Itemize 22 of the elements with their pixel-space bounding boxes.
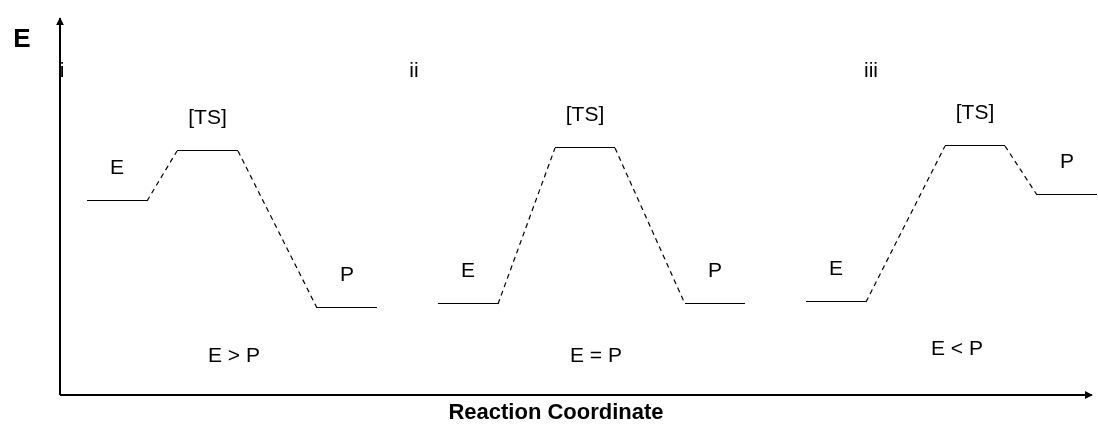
connector-line [1004, 145, 1038, 196]
connector-line [146, 150, 178, 202]
panel-label: i [59, 58, 65, 82]
level-label: P [340, 262, 354, 286]
connector-line [865, 145, 946, 303]
level-label: E [461, 258, 475, 282]
axis-label: E [13, 26, 31, 50]
level-label: [TS] [565, 102, 605, 126]
connector-line [237, 150, 318, 309]
panel-label: iii [864, 58, 878, 82]
axis-label: Reaction Coordinate [448, 400, 664, 424]
level-label: E [829, 256, 843, 280]
panel-label: ii [409, 58, 419, 82]
level-label: P [1060, 149, 1074, 173]
level-label: [TS] [188, 105, 227, 129]
level-label: E [110, 155, 124, 179]
comparison-label: E > P [208, 343, 260, 367]
connector-line [497, 147, 556, 305]
level-label: P [708, 258, 722, 282]
comparison-label: E = P [570, 343, 622, 367]
comparison-label: E < P [931, 336, 983, 360]
level-label: [TS] [955, 100, 995, 124]
